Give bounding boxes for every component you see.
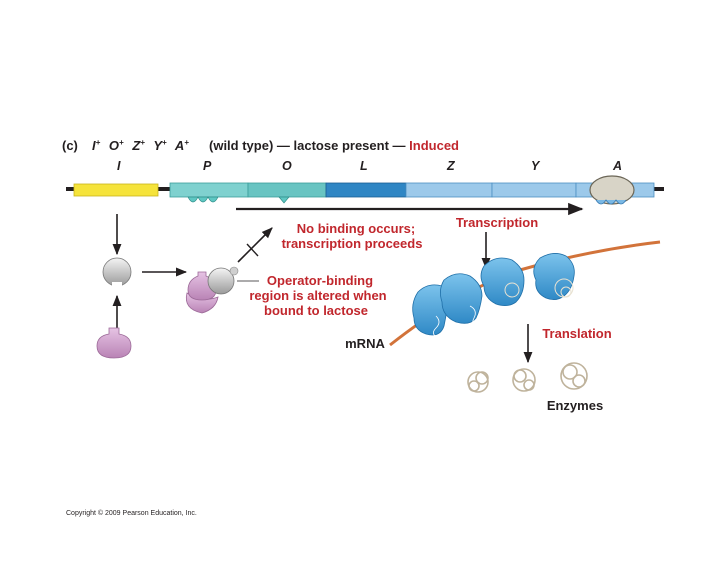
- genotype-sup: +: [96, 138, 101, 147]
- genotype-sup: +: [140, 138, 145, 147]
- transcription-label: Transcription: [456, 215, 538, 230]
- transcription-proceeds-label: transcription proceeds: [282, 236, 423, 251]
- genotype-letter: I: [92, 138, 96, 153]
- genotype-sup: +: [162, 138, 167, 147]
- rna-polymerase-site: [187, 196, 219, 203]
- rna-polymerase: [589, 175, 635, 205]
- no-binding-arrow: [237, 227, 273, 263]
- blocked-mark: [246, 243, 259, 257]
- repressor-inducer-complex: [185, 266, 239, 314]
- genotype-sup: +: [119, 138, 124, 147]
- gene-label-i: I: [117, 159, 121, 173]
- induced-label: Induced: [409, 138, 459, 153]
- repressor-protein: [102, 257, 132, 290]
- gene-label-p: P: [203, 159, 212, 173]
- gene-y-region: [491, 182, 577, 198]
- header-dash: —: [277, 138, 290, 153]
- genotype: I+ O+ Z+ Y+ A+: [92, 133, 189, 153]
- region-altered-label: region is altered when: [249, 288, 386, 303]
- copyright-notice: Copyright © 2009 Pearson Education, Inc.: [66, 509, 197, 517]
- gene-label-l: L: [360, 159, 368, 173]
- enzyme: [512, 368, 536, 392]
- genotype-letter: O: [109, 138, 119, 153]
- leader-region: [325, 182, 407, 198]
- genotype-sup: +: [184, 138, 189, 147]
- gene-label-y: Y: [531, 159, 541, 173]
- wild-type-label: (wild type): [209, 138, 273, 153]
- gene-label-o: O: [282, 159, 292, 173]
- bound-to-lactose-label: bound to lactose: [264, 303, 368, 318]
- operator-binding-label: Operator-binding: [267, 273, 373, 288]
- gene-z-region: [405, 182, 493, 198]
- gene-i-region: [73, 183, 159, 197]
- enzymes-label: Enzymes: [547, 398, 603, 413]
- ribosome: [480, 257, 525, 306]
- lactose-inducer: [96, 327, 132, 359]
- translation-label: Translation: [542, 326, 611, 341]
- enzyme: [467, 371, 489, 393]
- enzyme: [560, 362, 588, 390]
- operator-region: [247, 182, 327, 198]
- no-binding-label: No binding occurs;: [297, 221, 415, 236]
- header-description: (wild type) — lactose present — Induced: [209, 138, 459, 153]
- gene-label-z: Z: [446, 159, 456, 173]
- mrna-label: mRNA: [345, 336, 385, 351]
- dna-strand: [66, 175, 664, 205]
- operator-notch: [278, 196, 290, 204]
- panel-label: (c): [62, 138, 78, 153]
- gene-labels: I P O L Z Y A: [117, 159, 622, 173]
- genotype-letter: Y: [153, 138, 163, 153]
- header-dash: —: [393, 138, 406, 153]
- promoter-region: [169, 182, 249, 198]
- genotype-letter: A: [174, 138, 184, 153]
- ribosome: [440, 273, 483, 331]
- ribosome: [533, 253, 575, 300]
- polysome: [412, 253, 575, 339]
- gene-label-a: A: [612, 159, 622, 173]
- lactose-label: lactose present: [294, 138, 390, 153]
- panel-header: (c) I+ O+ Z+ Y+ A+ (wild type) — lactose…: [62, 133, 459, 153]
- genotype-letter: Z: [131, 138, 141, 153]
- enzyme-products: [467, 362, 588, 393]
